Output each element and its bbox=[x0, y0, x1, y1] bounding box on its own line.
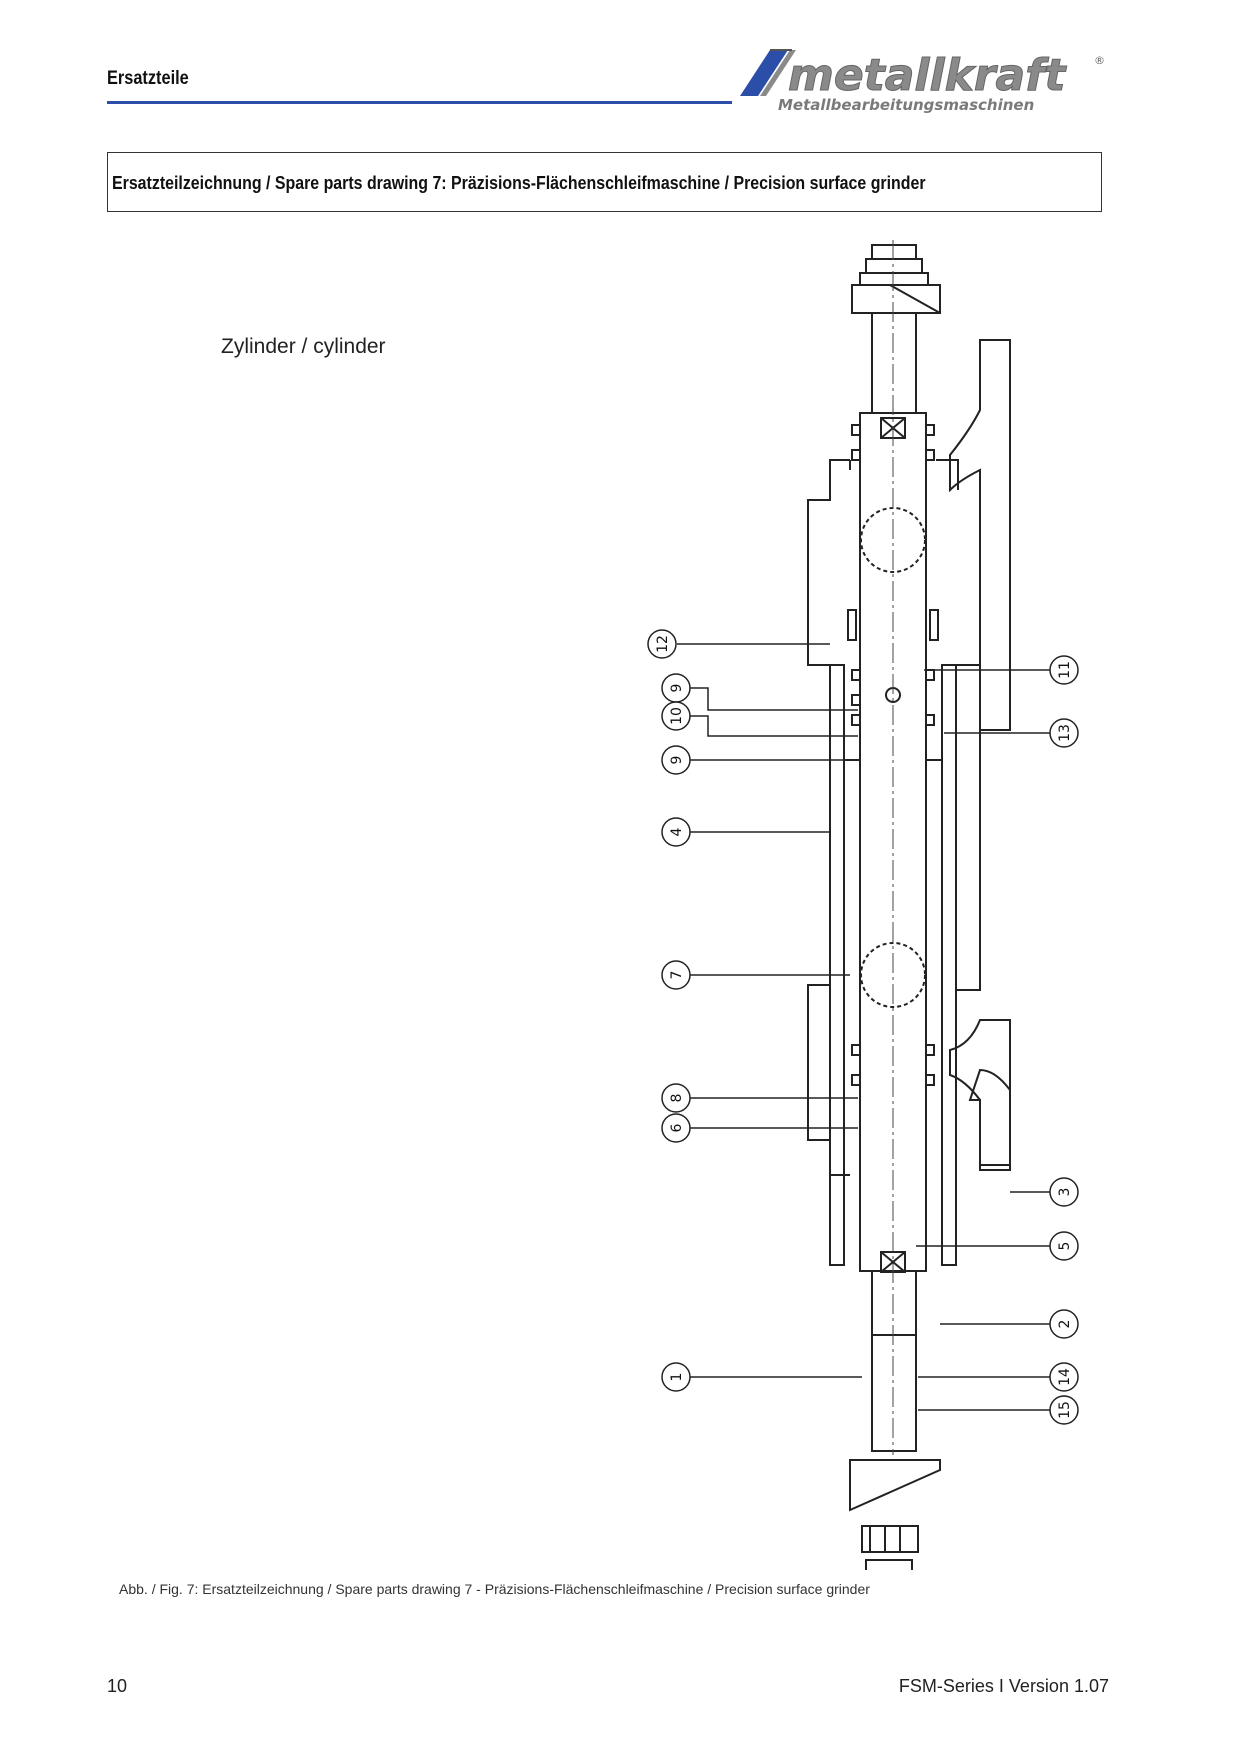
part-label-11: 11 bbox=[1057, 661, 1073, 679]
metallkraft-logo: metallkraft ® bbox=[740, 49, 1105, 102]
figure-caption: Abb. / Fig. 7: Ersatzteilzeichnung / Spa… bbox=[119, 1581, 870, 1597]
part-label-9b: 9 bbox=[669, 756, 685, 765]
logo-wordmark: metallkraft bbox=[788, 50, 1067, 101]
logo-mark-icon bbox=[740, 49, 796, 96]
logo-subtitle: Metallbearbeitungsmaschinen bbox=[778, 96, 1035, 114]
header-rule bbox=[107, 101, 732, 104]
left-cylinder-wall bbox=[829, 664, 845, 1266]
section-title: Ersatzteile bbox=[107, 68, 189, 89]
cylinder-parts-drawing: 5119 12 9 bbox=[647, 240, 1079, 1570]
part-label-8: 8 bbox=[669, 1094, 685, 1103]
part-label-12: 12 bbox=[655, 635, 671, 653]
part-label-6: 6 bbox=[669, 1123, 685, 1132]
top-cap bbox=[871, 244, 917, 260]
upper-rod bbox=[871, 312, 917, 414]
right-cylinder-wall bbox=[941, 664, 957, 1266]
part-label-3: 3 bbox=[1057, 1188, 1073, 1197]
part-label-7: 7 bbox=[669, 971, 685, 980]
part-label-14: 14 bbox=[1057, 1368, 1073, 1386]
part-label-4: 4 bbox=[669, 827, 685, 836]
top-cap-2 bbox=[865, 258, 923, 274]
part-label-15: 15 bbox=[1057, 1401, 1073, 1419]
part-label-13: 13 bbox=[1057, 724, 1073, 742]
part-label-9a: 9 bbox=[669, 684, 685, 693]
drawing-title-box: Ersatzteilzeichnung / Spare parts drawin… bbox=[107, 152, 1102, 212]
part-label-10: 10 bbox=[669, 707, 685, 725]
part-label-5: 5 bbox=[1057, 1242, 1073, 1251]
page-number: 10 bbox=[107, 1676, 128, 1696]
drawing-title: Ersatzteilzeichnung / Spare parts drawin… bbox=[112, 173, 926, 193]
part-label-1: 1 bbox=[669, 1373, 685, 1382]
lower-rod bbox=[871, 1270, 917, 1452]
document-version: FSM-Series I Version 1.07 bbox=[898, 1676, 1109, 1696]
part-label-2: 2 bbox=[1057, 1320, 1073, 1329]
component-subheading: Zylinder / cylinder bbox=[221, 335, 386, 358]
registered-mark: ® bbox=[1094, 54, 1105, 67]
